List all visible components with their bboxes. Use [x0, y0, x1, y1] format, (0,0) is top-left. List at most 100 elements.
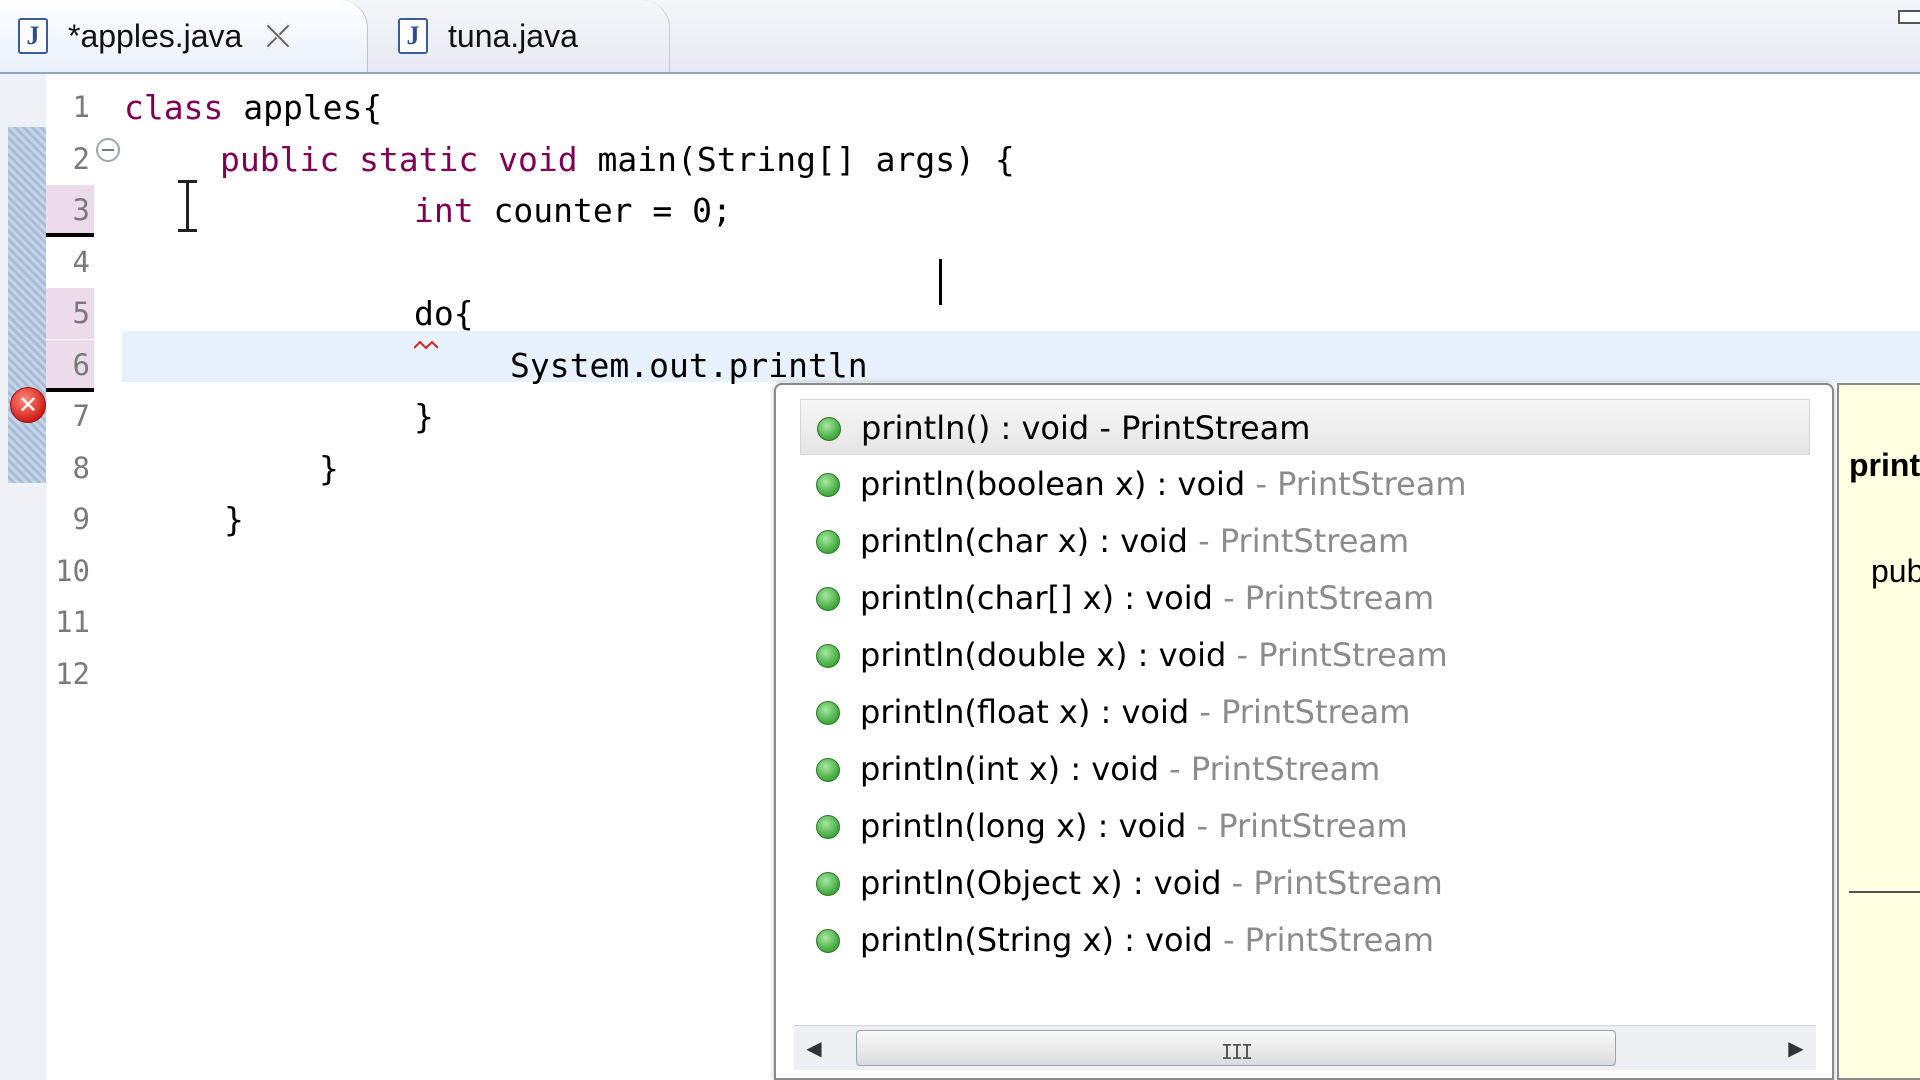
code-line[interactable]: public static void main(String[] args) { [220, 134, 1015, 185]
proposal-type: PrintStream [1253, 864, 1443, 902]
code-text: } [319, 448, 339, 488]
proposal-type: PrintStream [1190, 750, 1381, 788]
proposal-separator: - [1089, 409, 1122, 447]
public-method-icon [816, 587, 840, 611]
proposal-qualifier: - PrintStream [1213, 579, 1434, 617]
proposal-item[interactable]: println(char x) : void - PrintStream [800, 513, 1810, 569]
proposal-separator: - [1221, 864, 1254, 902]
proposal-type: PrintStream [1277, 465, 1467, 503]
editor-tab-bar: J *apples.java J tuna.java [0, 0, 1920, 74]
proposal-item[interactable]: println(char[] x) : void - PrintStream [800, 570, 1810, 626]
proposal-qualifier: - PrintStream [1159, 750, 1380, 788]
proposal-signature: println(float x) : void [860, 693, 1190, 731]
code-line[interactable]: do{ [414, 288, 474, 339]
code-line[interactable]: System.out.println [510, 340, 868, 391]
line-marker [46, 233, 94, 237]
proposal-signature: println(char[] x) : void [860, 579, 1213, 617]
tab-label: *apples.java [68, 17, 243, 54]
proposal-item[interactable]: println(String x) : void - PrintStream [800, 912, 1810, 968]
public-method-icon [816, 929, 840, 953]
proposal-qualifier: - PrintStream [1245, 465, 1466, 503]
proposal-signature: println(double x) : void [860, 636, 1227, 674]
line-number: 12 [55, 656, 90, 691]
line-number: 9 [72, 502, 90, 536]
java-file-icon: J [18, 18, 48, 54]
proposal-qualifier: - PrintStream [1226, 636, 1448, 674]
error-icon[interactable]: ✕ [10, 387, 46, 423]
proposal-item[interactable]: println(Object x) : void - PrintStream [800, 855, 1810, 911]
proposal-separator: - [1245, 465, 1278, 503]
public-method-icon [816, 815, 840, 839]
proposal-signature: println(String x) : void [860, 921, 1213, 959]
line-number: 5 [46, 288, 94, 339]
code-text: main(String[] args) { [577, 139, 1015, 179]
minimize-icon[interactable] [1898, 10, 1920, 24]
javadoc-signature: pub [1871, 553, 1920, 589]
code-text: do{ [414, 294, 474, 333]
line-number: 6 [46, 339, 94, 391]
current-line-highlight [122, 331, 1920, 382]
code-line[interactable]: } [224, 494, 244, 545]
collapse-icon[interactable] [96, 138, 120, 162]
line-number-ruler[interactable] [46, 74, 94, 1080]
proposal-item[interactable]: println(boolean x) : void - PrintStream [800, 456, 1810, 512]
proposal-signature: println() : void [861, 409, 1090, 447]
proposal-item[interactable]: println(long x) : void - PrintStream [800, 798, 1810, 854]
javadoc-title: print [1849, 447, 1920, 483]
proposal-item[interactable]: println(double x) : void - PrintStream [800, 627, 1810, 683]
keyword: int [414, 191, 474, 230]
proposal-signature: println(char x) : void [860, 522, 1188, 560]
line-number: 7 [72, 399, 90, 433]
line-number: 10 [55, 553, 90, 588]
code-editor[interactable] [0, 74, 1920, 1080]
public-method-icon [816, 872, 840, 896]
public-method-icon [817, 417, 841, 441]
proposal-qualifier: - PrintStream [1189, 693, 1410, 731]
code-line[interactable]: int counter = 0; [414, 185, 732, 236]
public-method-icon [816, 644, 840, 668]
close-icon[interactable] [262, 20, 294, 52]
line-number: 11 [55, 605, 90, 639]
proposal-signature: println(long x) : void [860, 807, 1187, 845]
proposal-type: PrintStream [1221, 693, 1411, 731]
proposal-type: PrintStream [1219, 522, 1410, 560]
code-text: } [224, 500, 244, 539]
proposal-type: PrintStream [1218, 807, 1408, 845]
scroll-right-icon[interactable]: ▶ [1788, 1036, 1804, 1060]
code-line[interactable]: class apples{ [124, 82, 382, 133]
tab-tuna-java[interactable]: J tuna.java [380, 0, 670, 72]
proposal-separator: - [1189, 693, 1222, 731]
proposal-separator: - [1212, 921, 1245, 959]
proposal-signature: println(int x) : void [860, 750, 1159, 788]
proposal-item[interactable]: println() : void - PrintStream [800, 399, 1810, 455]
proposal-qualifier: - PrintStream [1089, 409, 1310, 447]
ibeam-cursor-icon [176, 180, 200, 232]
java-file-icon: J [398, 18, 428, 54]
proposal-type: PrintStream [1244, 921, 1435, 959]
scroll-left-icon[interactable]: ◀ [806, 1036, 822, 1060]
proposal-qualifier: - PrintStream [1188, 522, 1409, 560]
error-squiggle [414, 340, 438, 350]
proposal-separator: - [1186, 807, 1219, 845]
proposal-qualifier: - PrintStream [1222, 864, 1443, 902]
proposal-type: PrintStream [1258, 636, 1448, 674]
proposal-separator: - [1212, 579, 1245, 617]
code-line[interactable]: } [319, 443, 339, 494]
proposal-separator: - [1187, 522, 1220, 560]
proposal-separator: - [1226, 636, 1259, 674]
line-number: 3 [46, 185, 94, 236]
scroll-thumb[interactable]: III [856, 1030, 1616, 1066]
proposal-signature: println(Object x) : void [860, 864, 1222, 902]
code-line[interactable]: } [414, 391, 434, 442]
line-marker [46, 387, 94, 392]
keyword: class [124, 88, 224, 127]
proposal-item[interactable]: println(int x) : void - PrintStream [800, 741, 1810, 797]
public-method-icon [816, 530, 840, 554]
proposal-qualifier: - PrintStream [1186, 807, 1408, 845]
horizontal-scrollbar[interactable]: ◀ III ▶ [794, 1025, 1816, 1070]
quick-diff-change-bar [8, 127, 46, 483]
tab-apples-java[interactable]: J *apples.java [0, 0, 368, 72]
proposal-item[interactable]: println(float x) : void - PrintStream [800, 684, 1810, 740]
